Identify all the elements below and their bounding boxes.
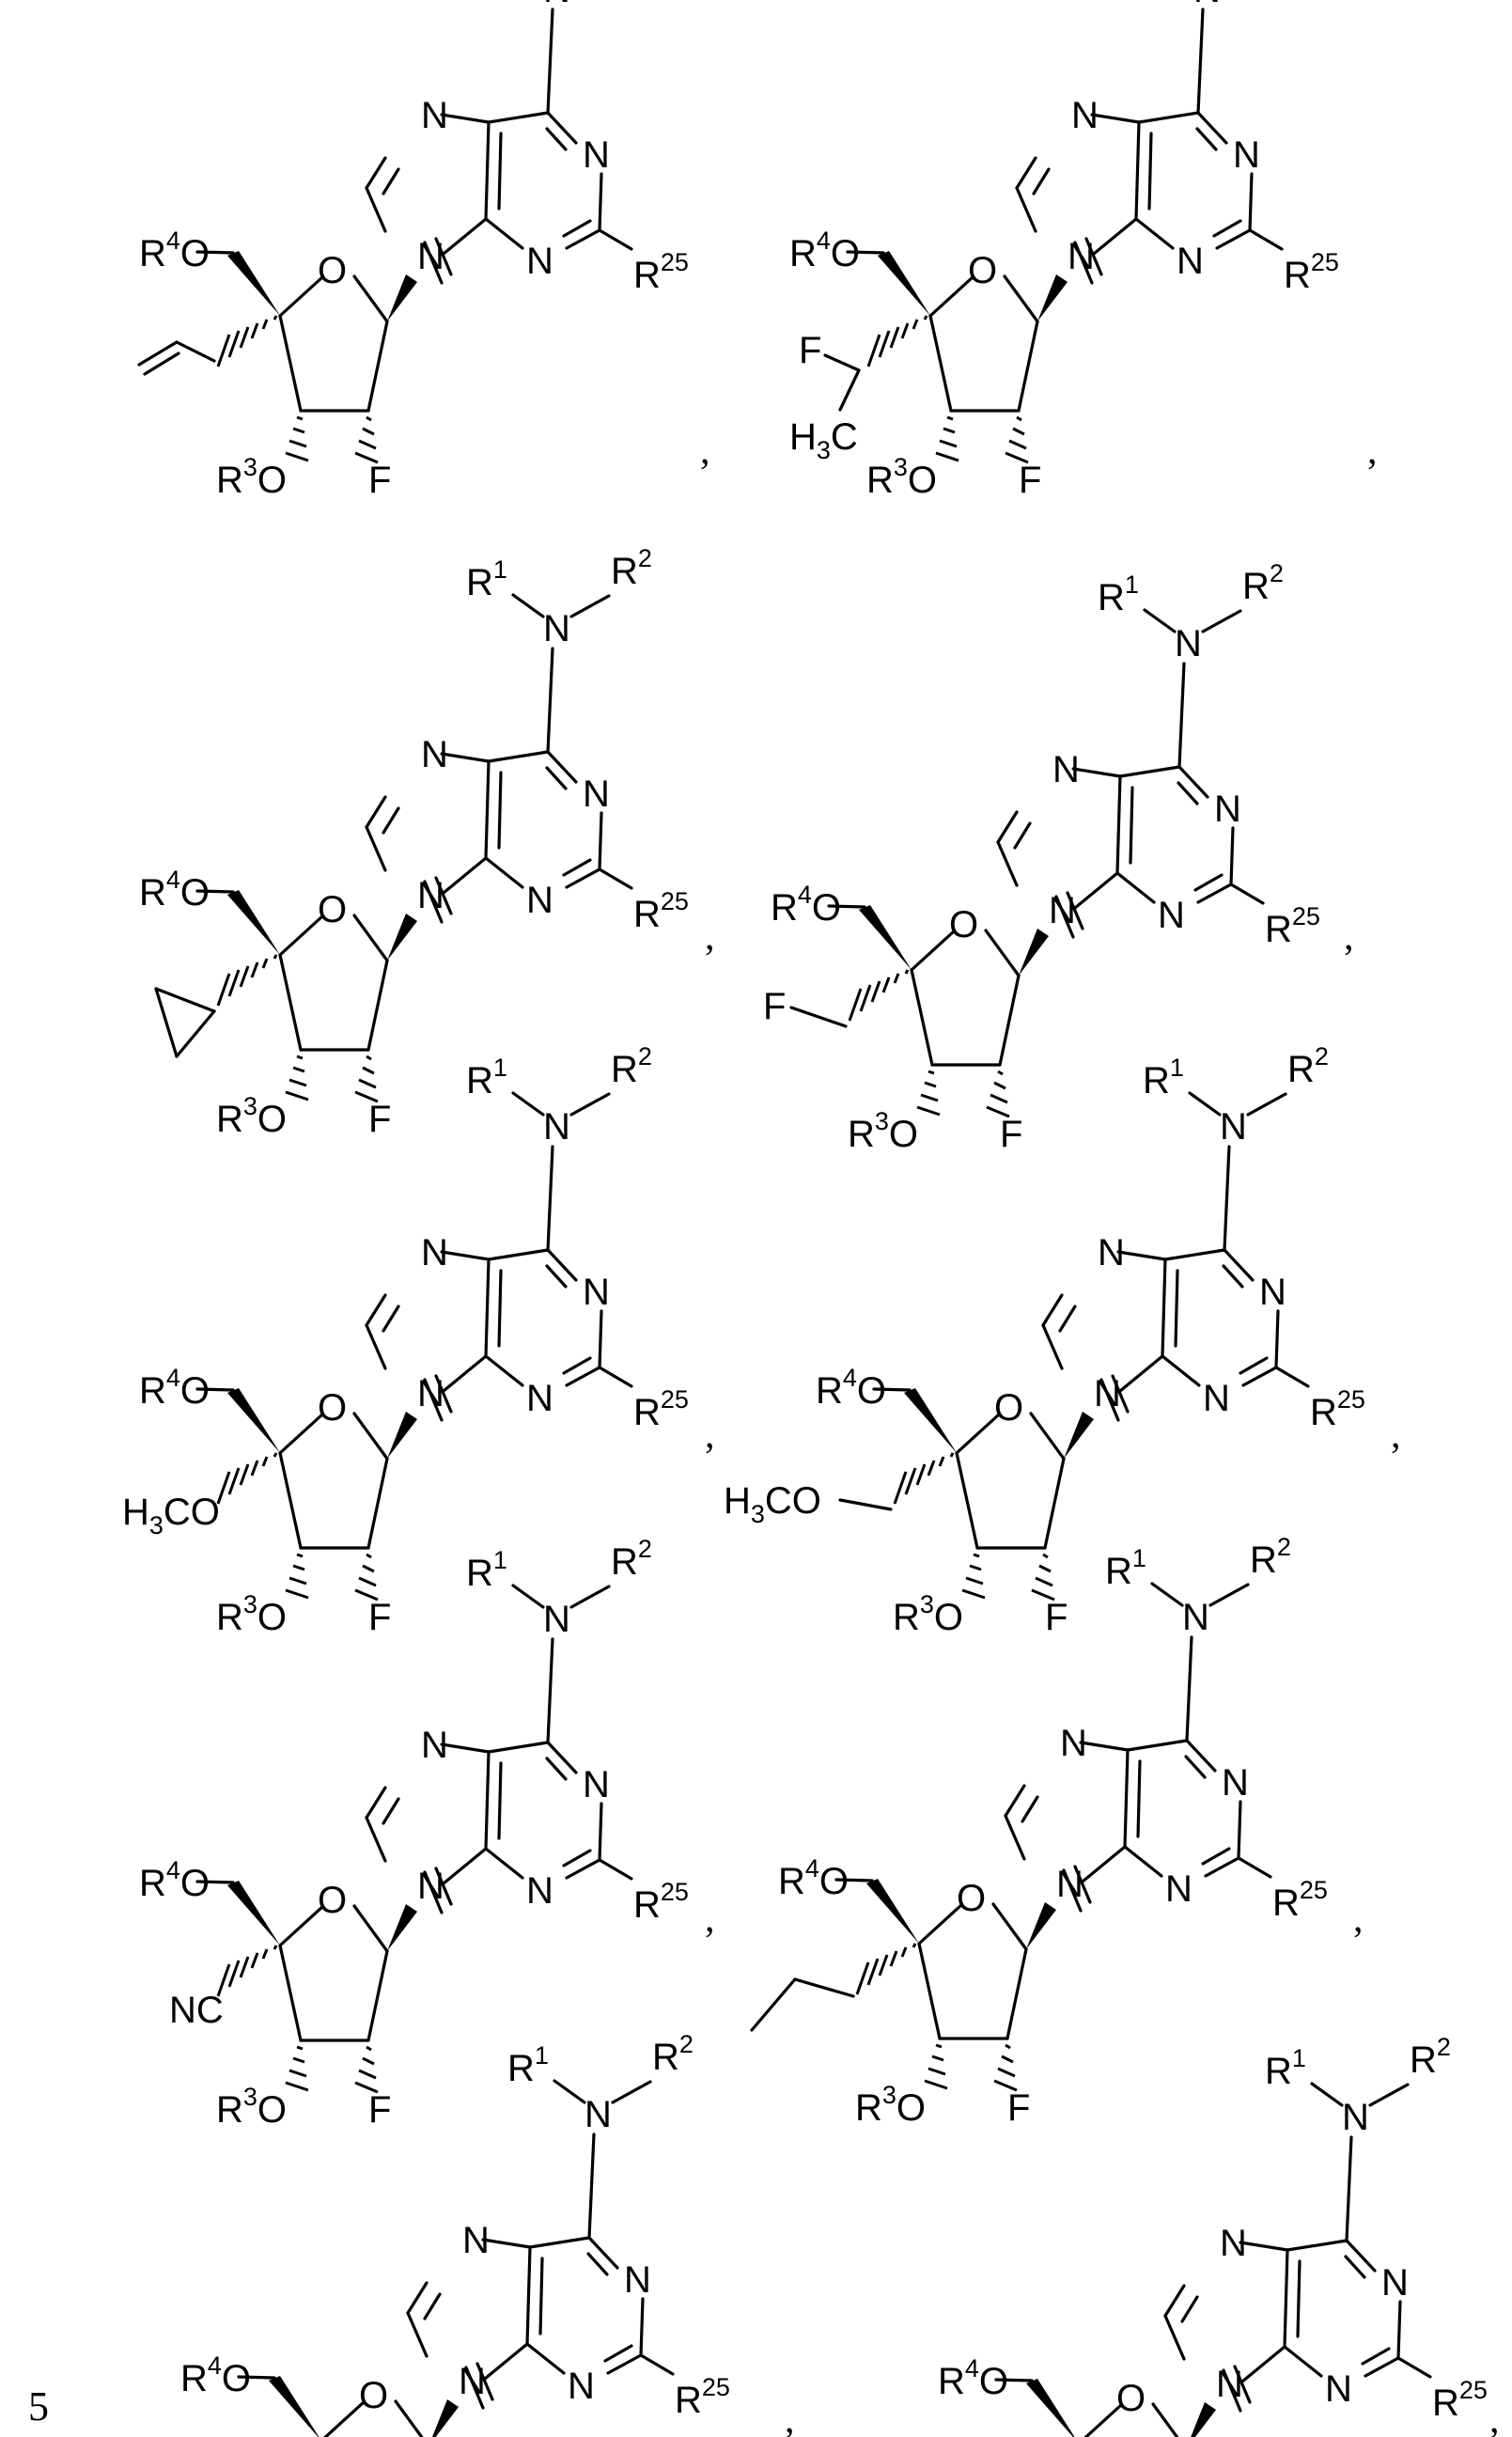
separator-comma: , (700, 430, 710, 473)
separator-comma: , (1391, 1414, 1401, 1457)
svg-text:F: F (799, 330, 821, 371)
structure-cyano: NC (137, 1533, 691, 2132)
line-number: 5 (28, 2383, 49, 2429)
separator-comma: , (705, 1898, 715, 1941)
separator-comma: , (1489, 2398, 1500, 2437)
structure-propyl (750, 1531, 1330, 2131)
svg-text:F: F (763, 986, 786, 1027)
svg-text:H3C: H3C (789, 416, 858, 464)
structure-allyl (137, 0, 691, 503)
structure-methoxymethyl: H3CO (724, 1040, 1367, 1640)
svg-text:H3CO: H3CO (724, 1480, 821, 1528)
structure-fluoromethyl: F (763, 557, 1322, 1157)
separator-comma: , (785, 2398, 795, 2437)
svg-text:H3CO: H3CO (122, 1492, 220, 1539)
separator-comma: , (1353, 1898, 1364, 1941)
separator-comma: , (1367, 430, 1378, 473)
structure-cyclopropyl (137, 542, 691, 1142)
structure-fluoroethyl: F H3C (787, 0, 1341, 503)
separator-comma: , (705, 1414, 715, 1457)
separator-comma: , (1344, 915, 1354, 959)
separator-comma: , (705, 915, 715, 959)
structure-methoxy: H3CO (122, 1040, 691, 1640)
structure-butenyl (179, 2028, 732, 2437)
structure-butyl (936, 2031, 1489, 2437)
svg-text:NC: NC (169, 1990, 224, 2031)
